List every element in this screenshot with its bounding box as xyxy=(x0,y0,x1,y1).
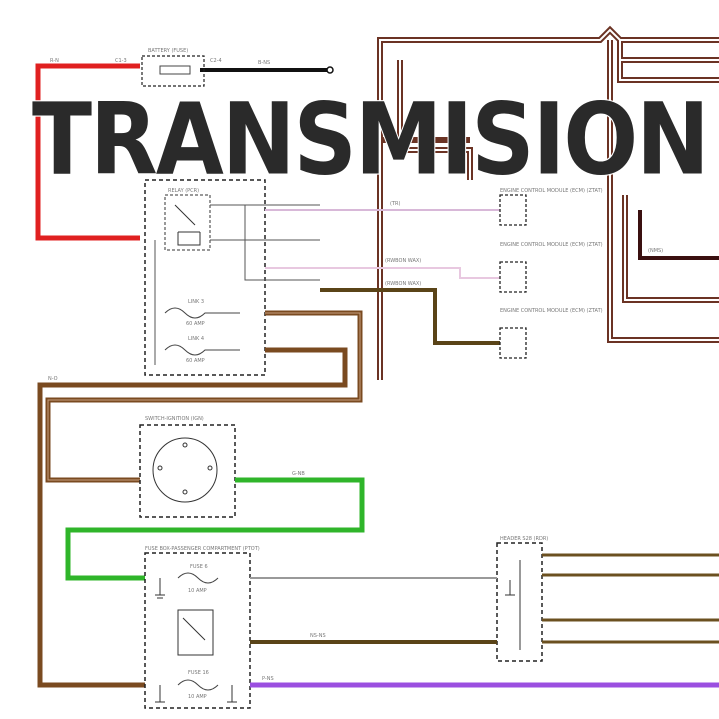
red-wire xyxy=(35,63,140,241)
relay-coil xyxy=(174,204,201,246)
label-link4: LINK 4 xyxy=(188,336,204,342)
ecm-connector-1 xyxy=(499,194,527,226)
olive-wire xyxy=(320,288,500,345)
label-fuse16: FUSE 16 xyxy=(188,670,209,676)
label-switch-ignition: SWITCH-IGNITION (IGN) xyxy=(145,416,204,422)
label-pdu: FUSE BOX-PASSENGER COMPARTMENT (PTOT) xyxy=(145,546,260,552)
ignition-switch-symbol xyxy=(152,437,218,503)
label-ecm2: ENGINE CONTROL MODULE (ECM) (ZTAT) xyxy=(500,242,603,248)
relay-link-box xyxy=(144,179,266,376)
label-connector-c2: C2-4 xyxy=(210,58,222,64)
black-wire-terminal xyxy=(326,66,334,74)
label-ecm3: ENGINE CONTROL MODULE (ECM) (ZTAT) xyxy=(500,308,603,314)
relay-wiring xyxy=(210,204,320,281)
label-battery-fuse: BATTERY (FUSE) xyxy=(148,48,188,54)
fuse16-symbol xyxy=(177,679,219,691)
link4-symbol xyxy=(164,344,240,356)
header-s28-bus xyxy=(505,560,521,650)
label-nms: (NMS) xyxy=(648,248,663,254)
ignition-pin-3 xyxy=(182,442,188,448)
label-connector-c1: C1-3 xyxy=(115,58,127,64)
ignition-pin-2 xyxy=(207,465,213,471)
pdu-ground-3 xyxy=(227,685,237,703)
battery-fuse-box xyxy=(141,55,205,87)
battery-fuse xyxy=(159,65,191,75)
ignition-pin-1 xyxy=(157,465,163,471)
ecm-wire-2 xyxy=(265,267,500,279)
label-header-s28: HEADER S28 (RDR) xyxy=(500,536,548,542)
maroon-harness-inner xyxy=(379,28,719,380)
brown-wire-inner xyxy=(37,347,348,688)
ecm-connector-3 xyxy=(499,327,527,359)
pdu-box xyxy=(144,552,251,709)
pdu-ground-2 xyxy=(155,685,165,703)
label-relay: RELAY (PCR) xyxy=(168,188,199,194)
label-link3-amp: 60 AMP xyxy=(186,321,205,327)
label-fuse6-amp: 10 AMP xyxy=(188,588,207,594)
label-fuse6: FUSE 6 xyxy=(190,564,208,570)
label-ecm1: ENGINE CONTROL MODULE (ECM) (ZTAT) xyxy=(500,188,603,194)
label-tr2: (RWBON WAX) xyxy=(385,258,421,264)
banner-title: TRANSMISION xyxy=(31,81,711,197)
label-wire-brown2: NS-NS xyxy=(310,633,326,639)
label-link3: LINK 3 xyxy=(188,299,204,305)
label-wire-black: B-NS xyxy=(258,60,270,66)
label-fuse16-amp: 10 AMP xyxy=(188,694,207,700)
link3-symbol xyxy=(164,307,240,319)
label-tr3: (RWBON WAX) xyxy=(385,281,421,287)
ecm-connector-2 xyxy=(499,261,527,293)
label-wire-brown: N-O xyxy=(48,376,58,382)
header-s28-box xyxy=(496,542,543,662)
pdu-ground-1 xyxy=(155,578,165,599)
label-link4-amp: 60 AMP xyxy=(186,358,205,364)
pdu-relay-coil xyxy=(182,617,206,641)
relay-inner-box xyxy=(164,194,211,251)
pdu-relay xyxy=(177,609,214,656)
label-wire-red: R-N xyxy=(50,58,59,64)
ignition-pin-4 xyxy=(182,489,188,495)
dark-maroon-loop xyxy=(638,210,719,260)
green-wire xyxy=(65,477,365,581)
label-wire-purple: P-NS xyxy=(262,676,274,682)
fuse6-symbol xyxy=(177,572,219,584)
ignition-switch-box xyxy=(139,424,236,518)
label-tr1: (TR) xyxy=(390,201,400,207)
brown-wire-inner-white xyxy=(47,312,361,481)
label-wire-green: G-NB xyxy=(292,471,305,477)
